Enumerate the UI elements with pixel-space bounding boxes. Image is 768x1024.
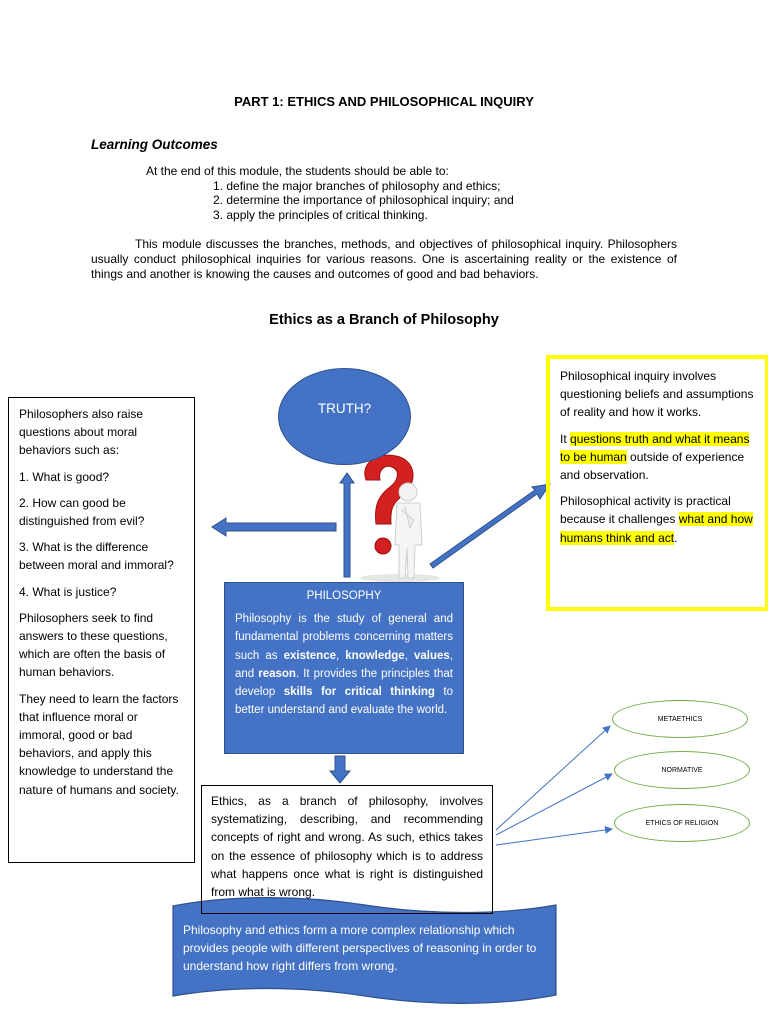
learning-outcome-item: 2. determine the importance of philosoph… (213, 193, 514, 207)
conclusion-banner-text: Philosophy and ethics form a more comple… (183, 923, 537, 974)
philosophy-text: to better understand and evaluate the wo… (235, 686, 454, 717)
arrow-to-normative (495, 773, 613, 836)
arrow-diagonal-to-inquiry (429, 483, 552, 569)
philosophy-box: PHILOSOPHY Philosophy is the study of ge… (224, 582, 464, 754)
arrow-down-to-ethics (328, 755, 352, 784)
question-mark-figure-icon (360, 454, 440, 582)
philosophical-inquiry-box: Philosophical inquiry involves questioni… (546, 355, 768, 611)
inquiry-paragraph-3: Philosophical activity is practical beca… (560, 492, 755, 547)
intro-paragraph-text: This module discusses the branches, meth… (91, 237, 677, 281)
philosophy-text: , (336, 649, 346, 662)
inquiry-text: outside of experience and observation. (560, 449, 745, 483)
learning-outcomes-heading: Learning Outcomes (91, 137, 218, 152)
intro-paragraph: This module discusses the branches, meth… (91, 237, 677, 282)
left-box-question: 3. What is the difference between moral … (19, 540, 174, 573)
ethics-box: Ethics, as a branch of philosophy, invol… (201, 785, 493, 914)
left-box-question: 1. What is good? (19, 469, 110, 484)
philosophy-text: Philosophy is the study of general and f… (235, 613, 453, 662)
left-box-paragraph: They need to learn the factors that infl… (19, 691, 179, 797)
left-box-question: 4. What is justice? (19, 584, 117, 599)
philosophy-definition: Philosophy is the study of general and f… (235, 610, 453, 719)
truth-ellipse: TRUTH? (278, 368, 411, 465)
philosophy-heading: PHILOSOPHY (306, 590, 382, 602)
inquiry-paragraph-1: Philosophical inquiry involves questioni… (560, 369, 754, 420)
arrow-left-to-questions (211, 517, 337, 537)
conclusion-banner-shape (172, 897, 557, 1004)
section-title: Ethics as a Branch of Philosophy (269, 312, 499, 328)
normative-oval: NORMATIVE (614, 751, 750, 789)
arrow-up-to-truth (339, 472, 355, 578)
bold-term: existence (283, 649, 337, 662)
inquiry-text: It (560, 431, 571, 446)
page-title: PART 1: ETHICS AND PHILOSOPHICAL INQUIRY (234, 94, 534, 109)
left-box-paragraph: Philosophers also raise questions about … (19, 407, 144, 458)
bold-term: reason (258, 667, 296, 680)
inquiry-text: . (674, 530, 678, 545)
arrow-to-metaethics (495, 725, 611, 831)
metaethics-oval: METAETHICS (612, 700, 748, 738)
philosophy-text: . It provides the principles that develo… (235, 667, 453, 699)
philosophy-text: , and (235, 649, 453, 680)
arrow-to-ethics-of-religion (495, 825, 613, 846)
learning-outcomes-intro: At the end of this module, the students … (146, 164, 449, 178)
learning-outcome-item: 3. apply the principles of critical thin… (213, 208, 428, 222)
bold-term: skills for critical thinking (283, 686, 435, 699)
inquiry-paragraph-2: It questions truth and what it means to … (560, 430, 755, 485)
ethics-of-religion-oval: ETHICS OF RELIGION (614, 804, 750, 842)
left-box-question: 2. How can good be distinguished from ev… (19, 495, 145, 529)
left-box-paragraph: Philosophers seek to find answers to the… (19, 610, 168, 680)
learning-outcome-item: 1. define the major branches of philosop… (213, 179, 501, 193)
philosophy-text: , (404, 649, 414, 662)
inquiry-text: Philosophical activity is practical beca… (560, 494, 731, 527)
moral-questions-box: Philosophers also raise questions about … (8, 397, 195, 863)
bold-term: values (413, 649, 450, 662)
bold-term: knowledge (345, 649, 405, 662)
